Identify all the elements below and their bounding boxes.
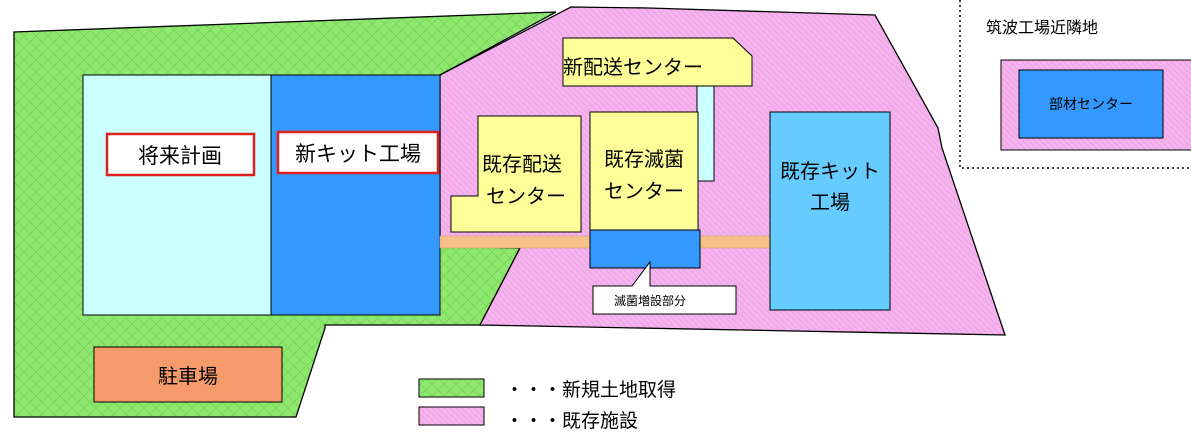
parking-label: 駐車場	[158, 364, 218, 388]
existing-delivery-center-label-2: センター	[486, 184, 566, 208]
existing-kit-factory-label-1: 既存キット	[780, 159, 880, 183]
legend-text-new-land: ・・・新規土地取得	[505, 379, 676, 401]
new-kit-factory-block	[270, 74, 441, 316]
existing-sterilization-block	[589, 111, 699, 231]
sterilization-extension-block	[589, 229, 701, 269]
existing-sterilization-label-1: 既存滅菌	[604, 147, 684, 171]
future-plan-label: 将来計画	[138, 144, 222, 168]
legend-text-existing: ・・・既存施設	[505, 410, 638, 432]
sterilization-extension-callout	[592, 260, 737, 315]
new-kit-factory-label: 新キット工場	[295, 142, 421, 166]
future-plan-label-box	[105, 132, 256, 177]
legend: ・・・新規土地取得 ・・・既存施設	[418, 378, 676, 432]
materials-center-label: 部材センター	[1049, 97, 1133, 113]
existing-delivery-center-block	[450, 115, 582, 233]
new-delivery-connector	[696, 85, 715, 182]
nearby-site-boundary	[959, 0, 1191, 169]
legend-swatch-new-land	[418, 378, 485, 398]
existing-kit-factory-label-2: 工場	[810, 190, 850, 214]
parking-block	[93, 346, 283, 403]
materials-center-block	[1018, 69, 1164, 139]
legend-swatch-existing	[418, 406, 485, 426]
new-kit-factory-label-box	[276, 130, 440, 175]
future-plan-block	[82, 74, 272, 316]
new-delivery-center-block	[562, 37, 753, 87]
nearby-site-title: 筑波工場近隣地	[986, 18, 1098, 37]
sterilization-extension-label: 滅菌増設部分	[614, 293, 686, 308]
existing-kit-factory-block	[769, 111, 891, 311]
existing-delivery-center-label-1: 既存配送	[482, 152, 562, 176]
new-delivery-center-label: 新配送センター	[563, 55, 703, 79]
existing-sterilization-label-2: センター	[604, 179, 684, 203]
